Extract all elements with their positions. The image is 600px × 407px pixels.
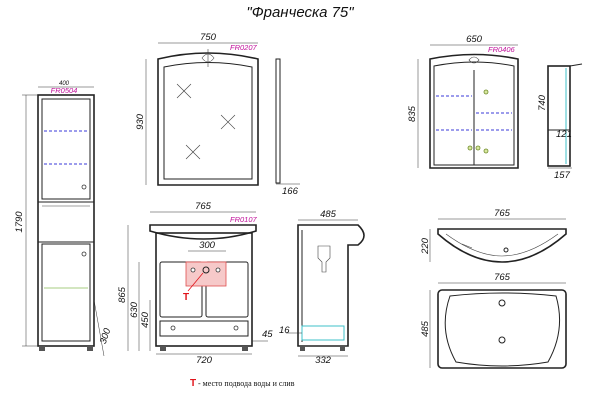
water-supply-zone — [185, 261, 227, 287]
column-open-shelf — [37, 201, 95, 243]
water-supply-marker: T — [183, 292, 189, 303]
legend-symbol: T — [190, 378, 196, 389]
mirror-width-label: 750 — [200, 32, 217, 43]
basin-plan-depth-label: 485 — [420, 320, 431, 337]
wall-cabinet-code: FR0406 — [488, 45, 516, 54]
vanity-knob-left — [190, 267, 196, 273]
wall-cabinet-body — [429, 53, 519, 169]
vanity-height-label: 865 — [117, 286, 128, 303]
vanity-inner-width-label: 300 — [199, 240, 216, 251]
vanity-door-left — [159, 261, 203, 318]
vanity-drawer-knob-left — [170, 325, 176, 331]
legend-text: - место подвода воды и слив — [198, 379, 295, 388]
column-cabinet-front — [37, 94, 95, 351]
mirror-side-profile — [275, 58, 281, 184]
basin-plan-outline — [437, 289, 567, 369]
column-upper-knob — [81, 184, 87, 190]
vanity-plinth-label: 45 — [262, 329, 273, 340]
basin-section-outline — [437, 228, 567, 263]
side-depth-label: 485 — [320, 209, 337, 220]
wall-cabinet-side-inner-label: 121 — [556, 129, 572, 140]
column-height-label: 1790 — [14, 211, 25, 233]
vanity-knob-right — [215, 267, 221, 273]
vanity-code: FR0107 — [230, 215, 258, 224]
siphon — [317, 245, 331, 273]
vanity-body — [155, 232, 253, 347]
vanity-inner-height-label: 450 — [140, 311, 151, 328]
column-foot-right — [87, 346, 93, 351]
column-code: FR0504 — [51, 86, 78, 95]
wall-cabinet-height-label: 835 — [407, 105, 418, 122]
vanity-side-drawer — [301, 325, 345, 341]
mirror-sparkle-3 — [185, 144, 201, 160]
basin-top-width-label: 765 — [494, 208, 511, 219]
vanity-drawer-knob-right — [233, 325, 239, 331]
basin-tap-hole — [498, 299, 506, 307]
mirror-ornament — [201, 53, 215, 63]
column-upper-door — [41, 98, 91, 200]
wall-cabinet-width-label: 650 — [466, 34, 483, 45]
column-body — [37, 94, 95, 347]
mirror-code: FR0207 — [230, 43, 258, 52]
basin-height-label: 220 — [420, 237, 431, 255]
column-lower-door — [41, 243, 91, 342]
wall-cabinet-side-profile — [547, 65, 571, 167]
mirror-front — [157, 49, 259, 186]
side-plinth-label: 16 — [279, 325, 290, 336]
side-bottom-depth-label: 332 — [315, 355, 332, 366]
mirror-sparkle-1 — [176, 83, 192, 99]
basin-section — [437, 228, 567, 263]
column-base-label: 300 — [98, 326, 114, 345]
vanity-bottom-width-label: 720 — [196, 355, 213, 366]
basin-plan — [437, 289, 567, 369]
column-width-label: 400 — [59, 81, 70, 87]
mirror-glass — [163, 62, 253, 180]
vanity-side — [297, 224, 365, 351]
wall-cabinet-knob-left — [467, 145, 473, 151]
drain-outlet — [202, 266, 210, 274]
vanity-side-profile — [297, 224, 365, 347]
vanity-basin-rim — [149, 224, 257, 240]
mirror-sparkle-2 — [220, 114, 236, 130]
mirror-frame — [157, 52, 259, 186]
column-foot-left — [39, 346, 45, 351]
basin-bowl — [444, 292, 561, 367]
basin-drain — [498, 336, 506, 344]
vanity-width-label: 765 — [195, 201, 212, 212]
wall-cabinet-depth-label: 157 — [554, 170, 571, 181]
mirror-height-label: 930 — [135, 113, 146, 130]
wall-cabinet-front — [429, 53, 519, 169]
wall-cabinet-side-height-label: 740 — [537, 94, 548, 111]
wall-cabinet-knob-right — [475, 145, 481, 151]
vanity-front — [149, 224, 257, 351]
drawing-title: "Франческа 75" — [246, 4, 354, 21]
mirror-depth-label: 166 — [282, 186, 299, 197]
vanity-drawer — [159, 320, 249, 337]
column-lower-knob — [81, 251, 87, 257]
vanity-door-right — [205, 261, 249, 318]
vanity-body-height-label: 630 — [129, 301, 140, 318]
legend: T - место подвода воды и слив — [190, 378, 295, 389]
basin-plan-width-label: 765 — [494, 272, 511, 283]
